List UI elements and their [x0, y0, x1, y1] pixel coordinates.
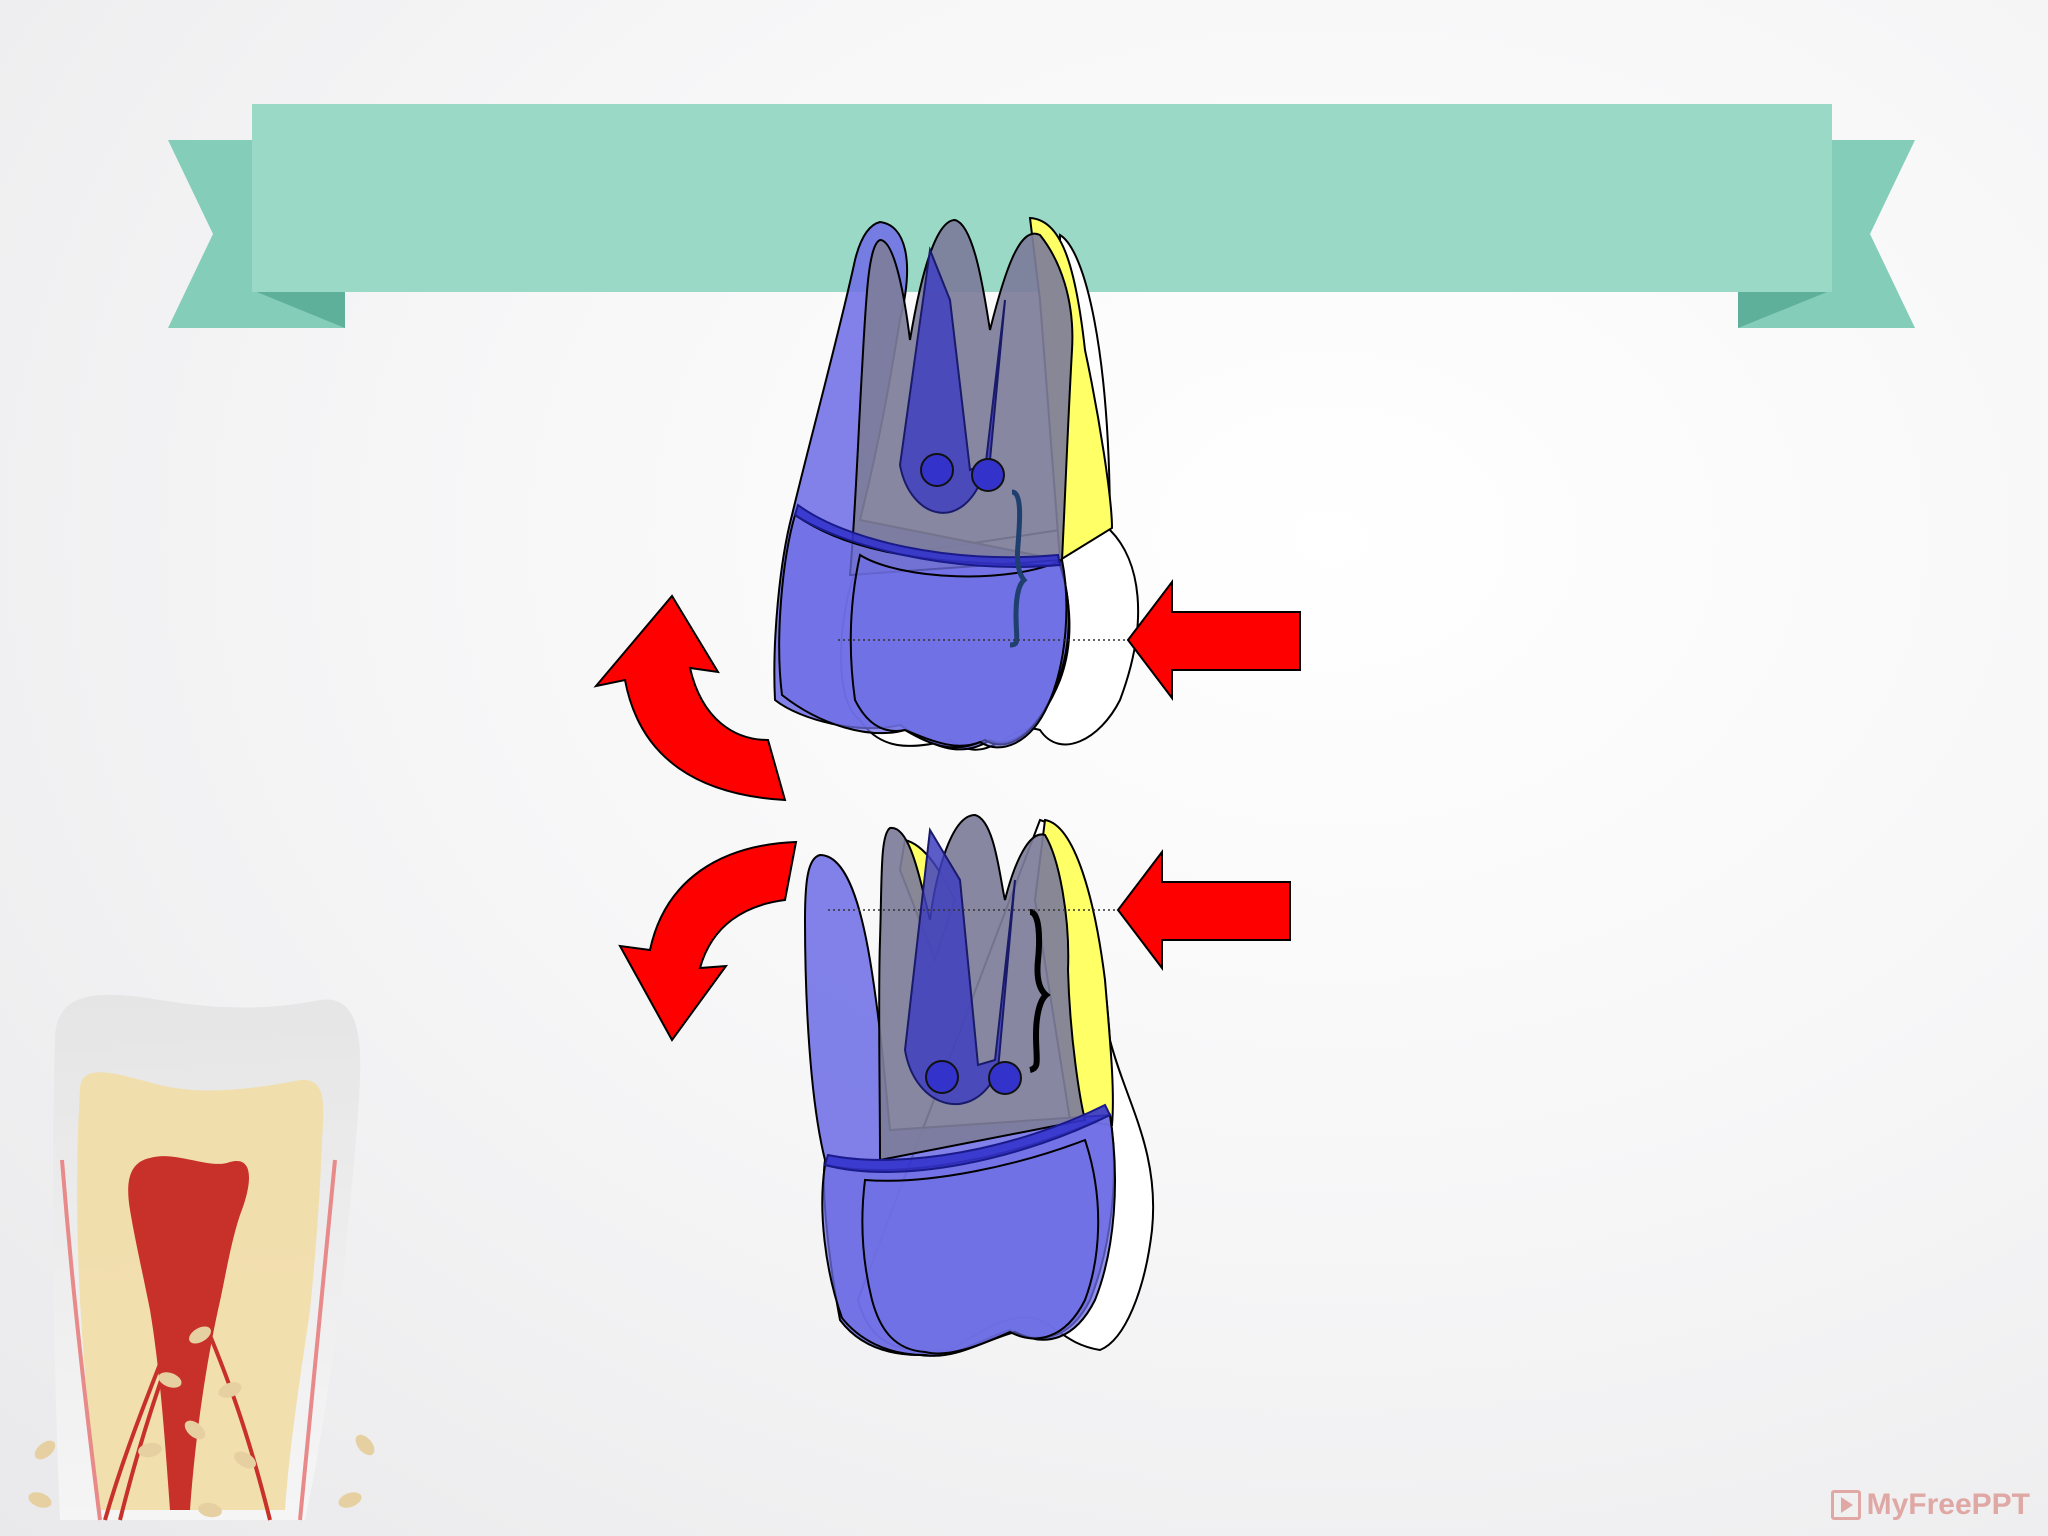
top-tooth-brace: [1009, 489, 1028, 648]
rotation-arrow-top: [593, 594, 787, 802]
top-tooth-root-canal: [898, 246, 1006, 514]
slide-title: [252, 104, 1832, 290]
top-tooth-canal-orifice-right: [971, 458, 1005, 492]
play-icon: [1830, 1490, 1861, 1520]
arrow-left-icon: [1116, 849, 1291, 971]
force-arrow-top: [1126, 579, 1301, 701]
arrow-left-icon: [1126, 579, 1301, 701]
bottom-tooth-canal-orifice-left: [925, 1060, 959, 1094]
bottom-tooth-root-canal: [903, 826, 1016, 1106]
decor-bone-dots: [28, 1326, 375, 1518]
decor-root-outline: [60, 1159, 337, 1521]
top-tooth-cej-band: [793, 503, 1062, 568]
tooth-cross-section-icon: [28, 994, 375, 1521]
bottom-tooth-grey-roots: [878, 813, 1087, 1162]
force-arrow-bottom: [1116, 849, 1291, 971]
top-tooth-crown-overlap: [849, 553, 1068, 749]
curved-arrow-clockwise-icon: [618, 840, 798, 1042]
bottom-tooth-cej-band: [823, 1103, 1112, 1173]
decor-pulp: [128, 1156, 250, 1510]
bottom-tooth-diagram: [803, 813, 1155, 1357]
bottom-tooth-brace: [1028, 909, 1051, 1073]
rotation-arrow-bottom: [618, 840, 798, 1042]
watermark: MyFreePPT: [1830, 1488, 2030, 1522]
watermark-text: MyFreePPT: [1866, 1488, 2030, 1521]
curved-arrow-counterclockwise-icon: [593, 594, 787, 802]
bottom-tooth-crown-overlap: [861, 1138, 1100, 1355]
ribbon-right-fold: [1738, 290, 1832, 328]
ribbon-left-fold: [252, 290, 345, 328]
top-tooth-canal-orifice-left: [920, 453, 954, 487]
top-tooth-diagram: [773, 216, 1140, 751]
bottom-tooth-canal-orifice-right: [988, 1061, 1022, 1095]
